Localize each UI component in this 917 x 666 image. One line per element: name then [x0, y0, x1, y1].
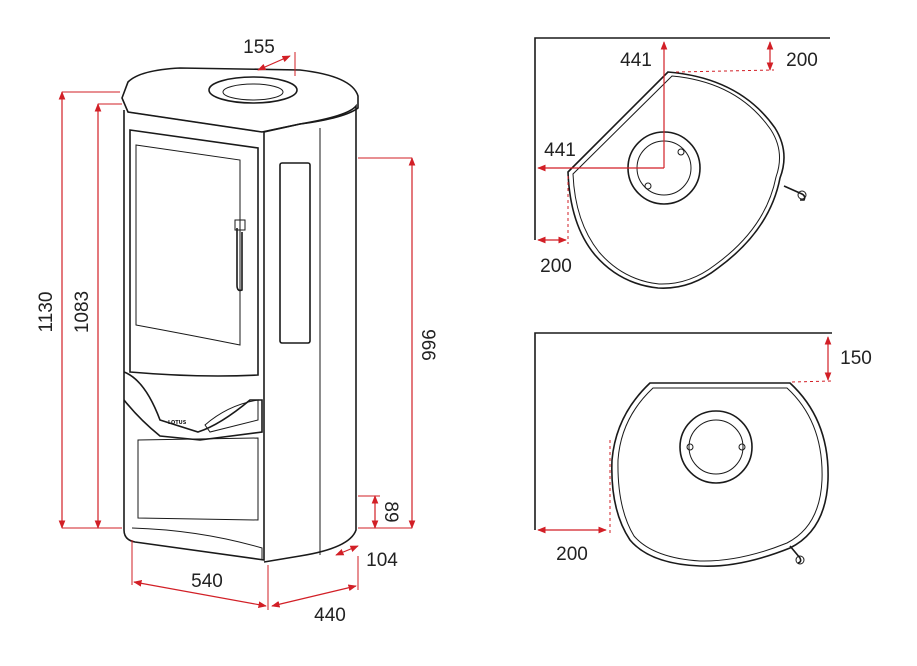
wall-stove-outline — [611, 382, 829, 567]
wall-label-side: 200 — [556, 544, 588, 565]
door-handle-mount — [234, 219, 246, 231]
logo-band — [123, 371, 263, 441]
label-air-offset: 104 — [366, 550, 398, 571]
front-dimensions — [58, 52, 416, 610]
corner-walls — [534, 37, 830, 240]
label-width: 540 — [191, 571, 223, 592]
label-air-height: 89 — [380, 501, 401, 522]
label-outlet-offset: 155 — [243, 37, 275, 58]
dim-line-width — [133, 580, 267, 608]
label-body-height: 1083 — [72, 291, 93, 333]
wall-label-rear: 150 — [840, 348, 872, 369]
wall-flue-inner — [688, 419, 744, 475]
corner-label-rear: 200 — [786, 50, 818, 71]
dim-line-depth — [271, 584, 357, 608]
wall-plan-walls — [534, 332, 832, 530]
corner-air-pipe-end — [797, 190, 807, 200]
corner-label-side: 200 — [540, 256, 572, 277]
wall-flue-outer — [679, 410, 753, 484]
front-view: LOTUS — [121, 67, 359, 563]
wall-flue-bolt-1 — [686, 443, 694, 451]
corner-air-pipe-icon — [783, 185, 806, 201]
storage-compartment — [137, 437, 259, 521]
dim-line-air-offset — [335, 545, 359, 556]
dim-line-outlet-offset — [257, 55, 291, 71]
wall-dash-rear — [791, 380, 833, 383]
corner-dash-rear — [675, 69, 775, 73]
wall-air-pipe-end — [795, 555, 805, 565]
flue-outlet-inner — [222, 83, 284, 101]
label-outlet-height: 966 — [417, 329, 438, 361]
wall-air-pipe-icon — [789, 545, 802, 564]
stove-front-body — [123, 110, 265, 561]
corner-stove-outline — [567, 71, 785, 289]
door-handle-icon — [236, 228, 243, 292]
base-plinth — [131, 527, 263, 560]
front-dimension-labels: 1130 1083 966 89 155 104 540 440 — [36, 37, 438, 626]
brand-logo: LOTUS — [168, 420, 187, 426]
label-total-height: 1130 — [36, 292, 57, 333]
side-window — [279, 162, 311, 344]
flue-outlet-outer — [208, 76, 298, 104]
wall-flue-bolt-2 — [738, 443, 746, 451]
label-depth: 440 — [314, 605, 346, 626]
door-frame — [129, 129, 259, 377]
corner-stove-inner — [572, 75, 781, 285]
wall-plan: 150 200 — [534, 332, 872, 567]
air-slot — [204, 399, 259, 433]
corner-label-x: 441 — [544, 140, 576, 161]
corner-flue-bolt-1 — [677, 148, 685, 156]
corner-flue-bolt-2 — [644, 182, 652, 190]
corner-plan: 441 441 200 200 — [534, 37, 830, 289]
corner-label-y: 441 — [620, 50, 652, 71]
wall-stove-inner — [617, 387, 823, 562]
door-glass — [135, 144, 241, 346]
